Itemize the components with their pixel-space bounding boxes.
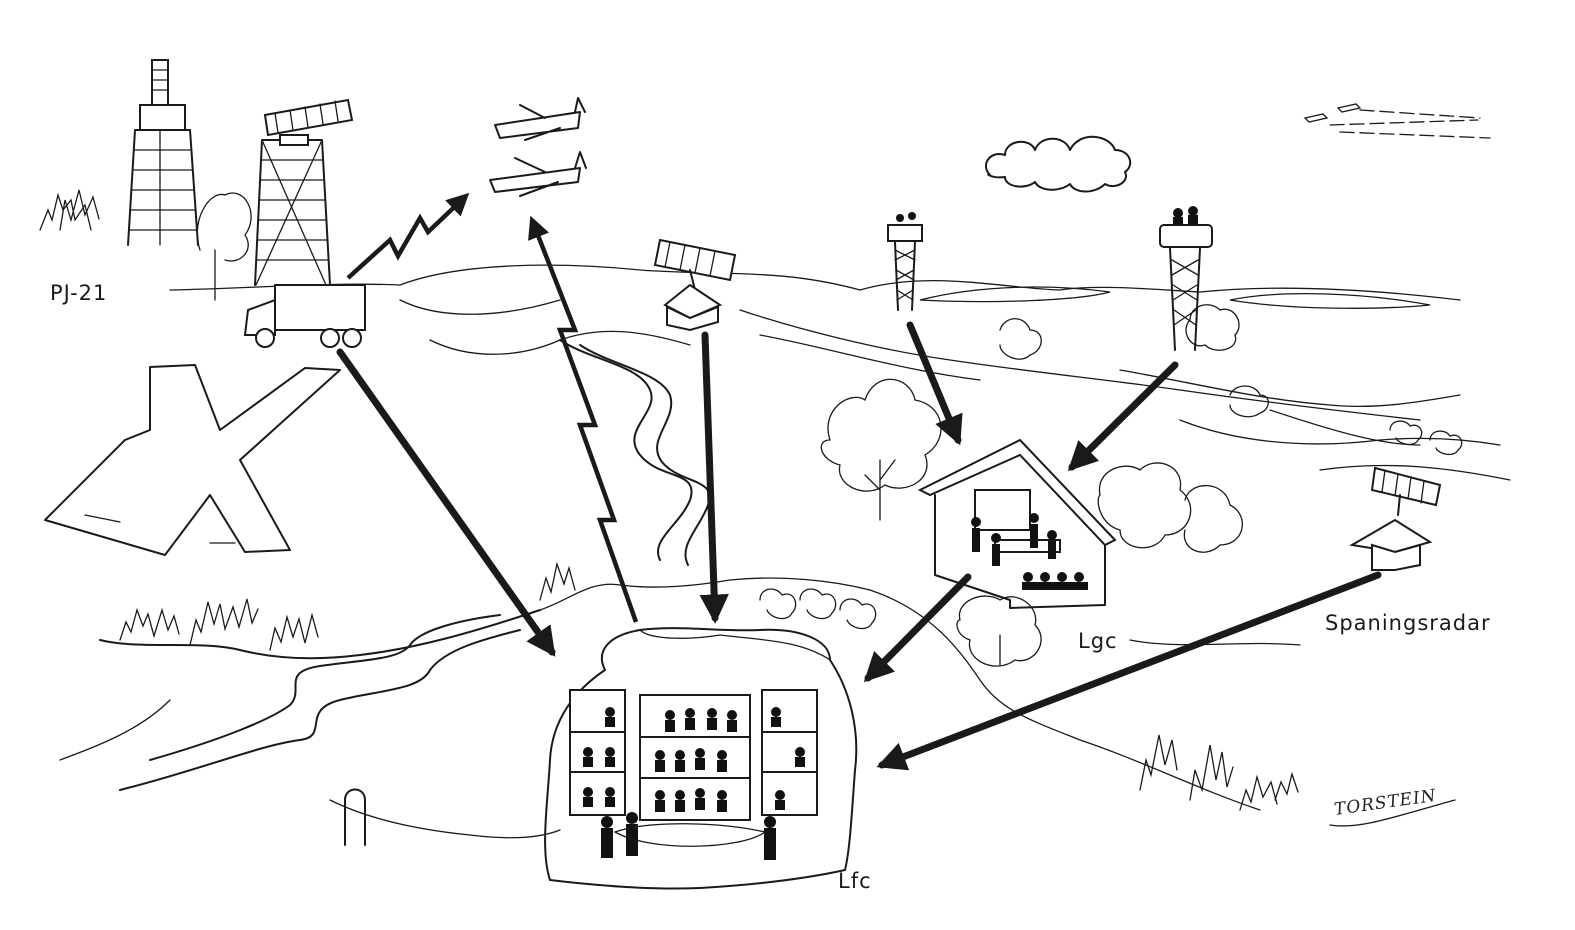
arrow-lgc-to-lfc [863,573,972,683]
signature-flourish [1329,799,1456,827]
data-link-arrows [336,192,1382,771]
label-lgc: Lgc [1078,629,1118,653]
radar-station-center [653,238,737,332]
landscape [59,264,1511,839]
label-spaningsradar: Spaningsradar [1325,611,1491,635]
bunker-operators [583,707,805,860]
lgc-building [917,438,1117,609]
arrow-tower1-to-lgc [906,321,963,446]
spaningsradar-station [1349,466,1442,571]
observation-towers [887,206,1213,351]
label-pj21: PJ-21 [50,281,107,305]
arrow-pj21-to-lfc [336,348,556,657]
fighter-aircraft [489,97,1491,197]
artist-signature: TORSTEIN [1333,786,1438,820]
radio-link-lfc-to-aircraft [528,215,639,623]
radio-link-truck-to-aircraft [346,192,470,280]
lfc-bunker [544,627,858,890]
cloud [985,135,1132,193]
pj21-radar-towers [127,59,366,348]
airfield-runway [44,364,341,556]
arrow-spaningsradar-to-lfc [876,571,1382,771]
trees [39,189,1463,811]
arrow-tower2-to-lgc [1067,361,1179,472]
label-lfc: Lfc [838,869,872,893]
arrow-radar-to-lfc [699,331,729,624]
tunnel-entrance [344,788,366,846]
